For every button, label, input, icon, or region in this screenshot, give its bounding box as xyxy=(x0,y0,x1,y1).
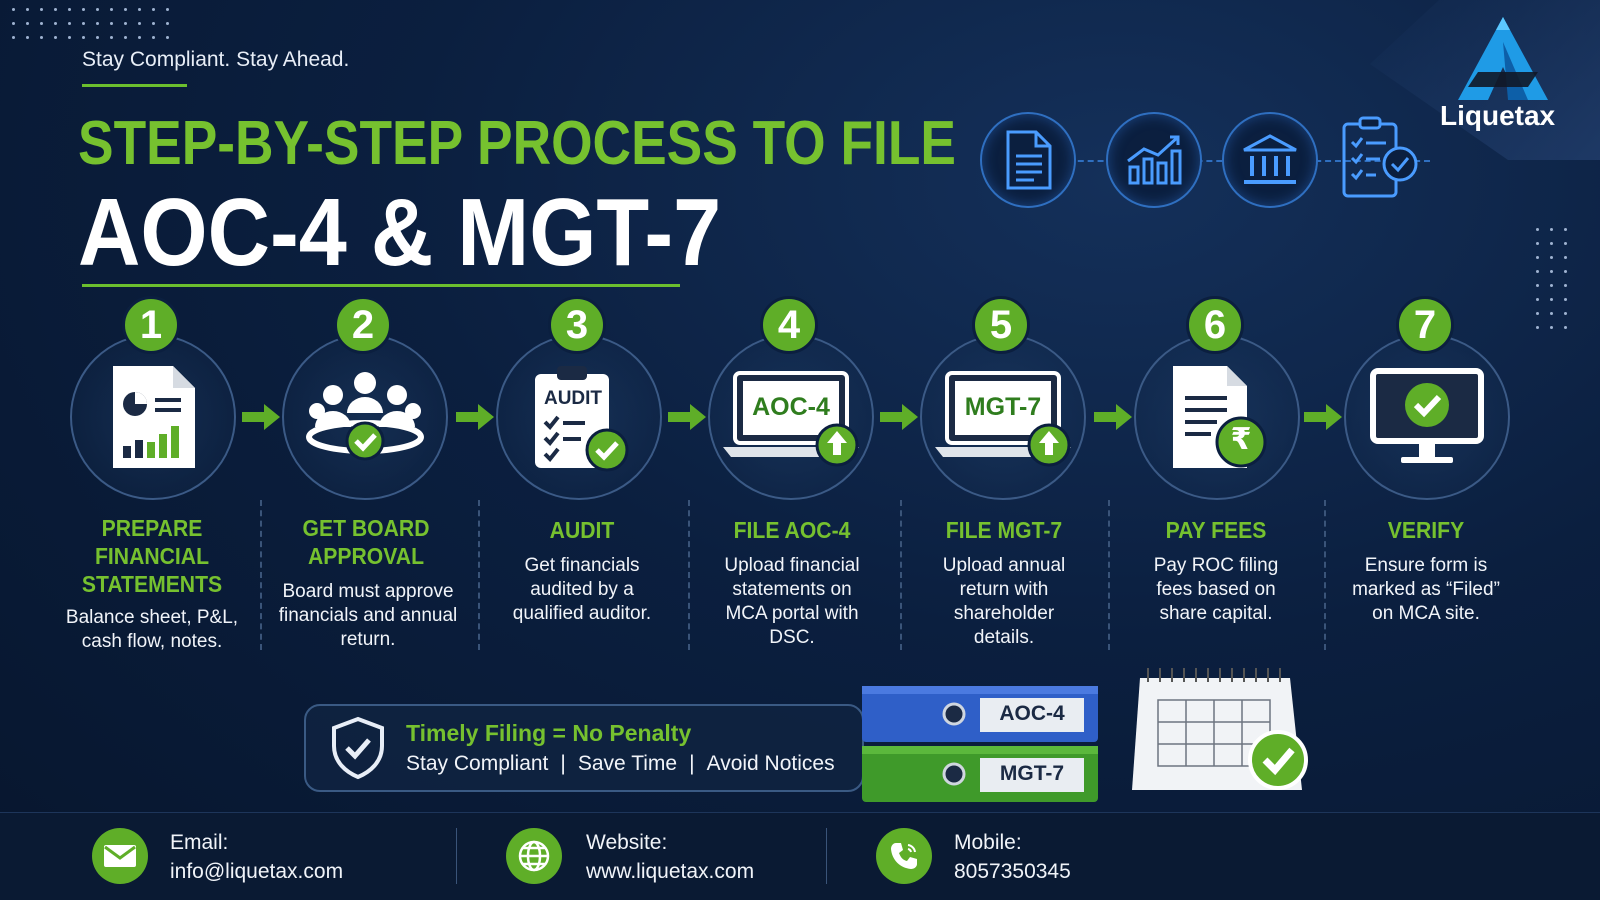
arrow-right-icon xyxy=(880,404,918,430)
step-3-number: 3 xyxy=(548,296,606,354)
email-icon xyxy=(92,828,148,884)
website-link[interactable]: www.liquetax.com xyxy=(586,860,755,883)
footer-divider xyxy=(456,828,457,884)
website-label: Website: xyxy=(586,831,668,854)
audit-clipboard-icon: AUDIT xyxy=(529,362,629,472)
tagline-underline xyxy=(82,84,187,87)
step-3-title: AUDIT xyxy=(549,517,615,543)
footer xyxy=(0,812,1600,900)
checklist-icon xyxy=(1336,114,1428,206)
step-3-circle: AUDIT xyxy=(496,334,662,500)
step-7-circle xyxy=(1344,334,1510,500)
step-4-number: 4 xyxy=(760,296,818,354)
title-underline xyxy=(82,284,680,287)
mobile-label: Mobile: xyxy=(954,831,1022,854)
calendar-check-icon xyxy=(1132,668,1308,790)
step-7-title: VERIFY xyxy=(1387,517,1465,543)
step-3-desc: Get financials audited by a qualified au… xyxy=(512,555,652,624)
rupee-document-icon: ₹ xyxy=(1167,362,1267,472)
mobile-block: Mobile: 8057350345 xyxy=(954,828,1071,886)
arrow-right-icon xyxy=(1304,404,1342,430)
step-4-circle: AOC-4 xyxy=(708,334,874,500)
arrow-right-icon xyxy=(1094,404,1132,430)
step-5-circle: MGT-7 xyxy=(920,334,1086,500)
arrow-right-icon xyxy=(242,404,280,430)
step-7-number: 7 xyxy=(1396,296,1454,354)
banner-item: Save Time xyxy=(577,752,678,775)
step-6-circle: ₹ xyxy=(1134,334,1300,500)
bar-chart-icon xyxy=(1106,112,1202,208)
binder-label-mgt7: MGT-7 xyxy=(999,762,1065,785)
step-6-number: 6 xyxy=(1186,296,1244,354)
step-2-desc: Board must approve financials and annual… xyxy=(278,581,458,650)
liquetax-logo-icon xyxy=(1458,17,1548,100)
board-meeting-icon xyxy=(306,372,424,461)
mobile-link[interactable]: 8057350345 xyxy=(954,860,1071,883)
tagline: Stay Compliant. Stay Ahead. xyxy=(82,48,350,71)
step-divider xyxy=(1324,500,1326,650)
step-5-desc: Upload annual return with shareholder de… xyxy=(942,555,1066,648)
step-4-title: FILE AOC-4 xyxy=(733,517,851,543)
bank-icon xyxy=(1222,112,1318,208)
step-divider xyxy=(478,500,480,650)
email-link[interactable]: info@liquetax.com xyxy=(170,860,344,883)
website-block: Website: www.liquetax.com xyxy=(586,828,754,886)
step-6-desc: Pay ROC filing fees based on share capit… xyxy=(1153,555,1279,624)
binders-illustration: AOC-4 MGT-7 xyxy=(856,680,1106,808)
step-4-desc: Upload financial statements on MCA porta… xyxy=(724,555,860,648)
step-7-desc: Ensure form is marked as “Filed” on MCA … xyxy=(1352,555,1500,624)
banner-title: Timely Filing = No Penalty xyxy=(406,720,692,746)
audit-label: AUDIT xyxy=(543,388,603,409)
step-divider xyxy=(688,500,690,650)
step-1-number: 1 xyxy=(122,296,180,354)
step-6-title: PAY FEES xyxy=(1165,517,1267,543)
step-1-desc: Balance sheet, P&L, cash flow, notes. xyxy=(65,607,239,652)
banner-subtitle: Stay Compliant|Save Time|Avoid Notices xyxy=(406,752,835,775)
step-divider xyxy=(1108,500,1110,650)
banner-item: Stay Compliant xyxy=(406,752,549,775)
page-title-line2: AOC-4 & MGT-7 xyxy=(78,179,722,286)
arrow-right-icon xyxy=(456,404,494,430)
step-2-circle xyxy=(282,334,448,500)
aoc4-screen-label: AOC-4 xyxy=(752,393,830,421)
dot-grid-top-left xyxy=(12,8,169,39)
laptop-upload-icon: MGT-7 xyxy=(931,367,1075,467)
footer-divider xyxy=(826,828,827,884)
timely-filing-banner xyxy=(304,704,864,792)
step-1-circle xyxy=(70,334,236,500)
globe-icon xyxy=(506,828,562,884)
email-block: Email: info@liquetax.com xyxy=(170,828,343,886)
dot-grid-right xyxy=(1536,228,1567,329)
step-5-title: FILE MGT-7 xyxy=(945,517,1063,543)
banner-item: Avoid Notices xyxy=(706,752,835,775)
financial-report-icon xyxy=(113,366,195,468)
step-1-title: PREPARE FINANCIAL STATEMENTS xyxy=(81,515,223,597)
step-5-number: 5 xyxy=(972,296,1030,354)
document-icon xyxy=(980,112,1076,208)
mgt7-screen-label: MGT-7 xyxy=(964,393,1042,421)
step-2-number: 2 xyxy=(334,296,392,354)
phone-icon xyxy=(876,828,932,884)
email-label: Email: xyxy=(170,831,229,854)
rupee-symbol: ₹ xyxy=(1230,422,1252,457)
binder-label-aoc4: AOC-4 xyxy=(999,702,1065,725)
arrow-right-icon xyxy=(668,404,706,430)
monitor-check-icon xyxy=(1370,368,1484,463)
brand-name: Liquetax xyxy=(1440,100,1556,131)
laptop-upload-icon: AOC-4 xyxy=(719,367,863,467)
shield-check-icon xyxy=(332,716,384,780)
step-2-title: GET BOARD APPROVAL xyxy=(302,515,430,569)
step-divider xyxy=(260,500,262,650)
page-title-line1: STEP-BY-STEP PROCESS TO FILE xyxy=(78,109,956,178)
step-divider xyxy=(900,500,902,650)
brand-logo xyxy=(1448,12,1558,102)
